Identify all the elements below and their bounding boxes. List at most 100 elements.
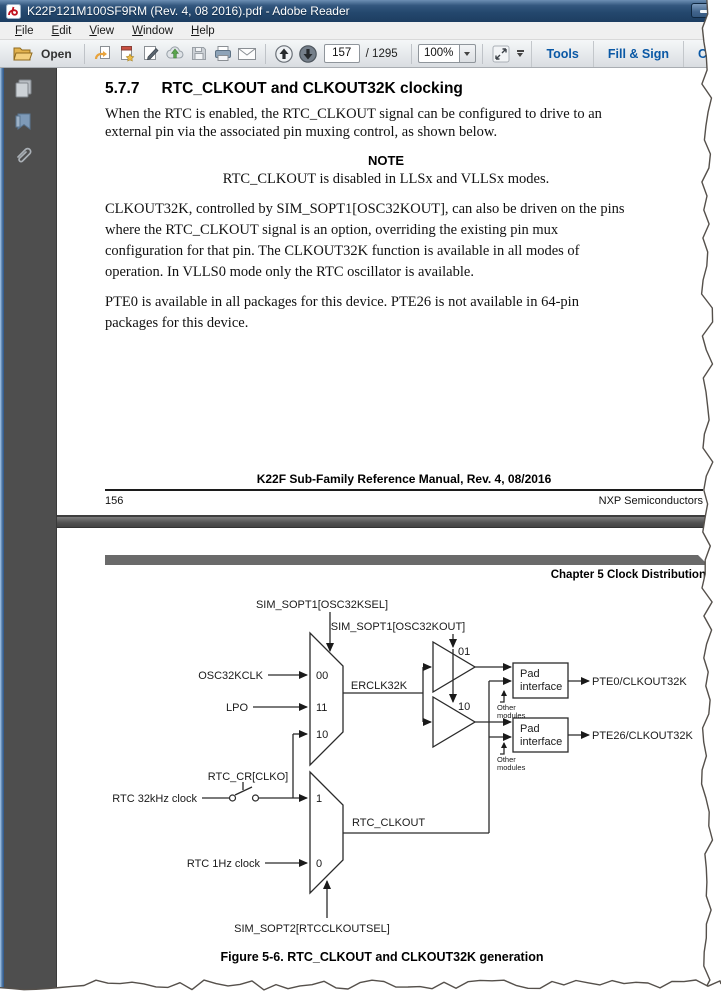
pad-box1-line2: interface — [520, 681, 562, 693]
chevron-down-icon — [464, 51, 471, 56]
label-sim-sopt1-osc32ksel: SIM_SOPT1[OSC32KSEL] — [256, 599, 388, 611]
other-modules-arrow-1 — [500, 690, 507, 703]
menu-window[interactable]: Window — [132, 24, 174, 37]
label-erclk32k: ERCLK32K — [351, 680, 408, 692]
menu-view[interactable]: View — [89, 24, 115, 37]
label-sim-sopt2-rtcclkoutsel: SIM_SOPT2[RTCCLKOUTSEL] — [234, 923, 390, 935]
tools-panel-button[interactable]: Tools — [546, 46, 579, 61]
page-separator — [57, 515, 721, 528]
label-rtc-32khz: RTC 32kHz clock — [112, 793, 197, 805]
toolbar-separator — [264, 43, 266, 64]
minimize-button[interactable] — [691, 3, 719, 18]
upload-cloud-button[interactable] — [163, 42, 187, 66]
footer-rule — [105, 489, 703, 491]
pad-box1-line1: Pad — [520, 668, 540, 680]
note-label: NOTE — [367, 153, 405, 168]
paragraph-clkout32k: CLKOUT32K, controlled by SIM_SOPT1[OSC32… — [105, 201, 625, 280]
mux1-shape — [309, 631, 344, 767]
toolbar-separator — [531, 40, 533, 67]
next-page-button[interactable] — [296, 42, 320, 66]
menu-file[interactable]: File — [15, 24, 34, 37]
buffer-select-10: 10 — [458, 701, 470, 713]
buffer-01-shape — [432, 640, 477, 694]
page-footer: K22F Sub-Family Reference Manual, Rev. 4… — [105, 472, 703, 507]
zoom-level-input[interactable]: 100% — [417, 44, 460, 63]
switch-lever — [234, 786, 253, 796]
open-button-label: Open — [41, 46, 72, 61]
section-heading: 5.7.7 RTC_CLKOUT and CLKOUT32K clocking — [105, 80, 463, 98]
toolbar-separator — [83, 43, 85, 64]
menu-edit[interactable]: Edit — [51, 24, 72, 37]
create-pdf-button[interactable] — [115, 42, 139, 66]
other-modules-2-line2: modules — [497, 763, 526, 772]
other-modules-1-line1: Other — [497, 703, 516, 712]
menu-help[interactable]: Help — [191, 24, 215, 37]
mux1-input-10: 10 — [316, 729, 328, 741]
comment-panel-button[interactable]: C — [697, 46, 707, 61]
footer-page-number: 156 — [105, 495, 124, 507]
label-pte26-clkout32k: PTE26/CLKOUT32K — [592, 730, 694, 742]
mux2-input-0: 0 — [316, 858, 322, 870]
window-left-border — [0, 68, 4, 999]
footer-publisher: NXP Semiconductors — [598, 495, 703, 507]
mux2-input-1: 1 — [316, 793, 322, 805]
toolbar-separator — [481, 43, 483, 64]
toolbar-separator — [682, 40, 684, 67]
fit-window-button[interactable] — [489, 42, 513, 66]
note-text: RTC_CLKOUT is disabled in LLSx and VLLSx… — [222, 171, 550, 187]
other-modules-2-line1: Other — [497, 755, 516, 764]
other-modules-1-line2: modules — [497, 711, 526, 720]
page-number-input[interactable]: 157 — [323, 44, 360, 63]
toolbar-more-button[interactable] — [513, 50, 528, 57]
window-titlebar: K22P121M100SF9RM (Rev. 4, 08 2016).pdf -… — [0, 0, 721, 22]
window-title: K22P121M100SF9RM (Rev. 4, 08 2016).pdf -… — [27, 4, 350, 18]
menu-bar: File Edit View Window Help — [0, 22, 721, 40]
main-toolbar: Open — [0, 40, 721, 68]
buffer-10-shape — [432, 695, 477, 749]
print-icon — [214, 46, 231, 61]
mux2-shape — [309, 770, 344, 895]
label-rtc-clkout: RTC_CLKOUT — [352, 817, 425, 829]
figure-caption: Figure 5-6. RTC_CLKOUT and CLKOUT32K gen… — [220, 950, 544, 964]
chevron-down-icon — [517, 52, 524, 57]
panel-buttons: Tools Fill & Sign C — [531, 40, 721, 67]
email-button[interactable] — [235, 42, 259, 66]
adobe-reader-icon — [6, 3, 21, 19]
attachments-icon[interactable] — [13, 144, 35, 166]
open-button[interactable]: Open — [7, 42, 78, 66]
bookmarks-icon[interactable] — [13, 111, 35, 133]
mux1-input-00: 00 — [316, 670, 328, 682]
switch-contact-left — [228, 794, 237, 802]
print-button[interactable] — [211, 42, 235, 66]
label-osc32kclk: OSC32KCLK — [198, 670, 263, 682]
other-modules-arrow-2 — [500, 742, 507, 755]
resize-arrows-icon — [492, 45, 510, 62]
fill-sign-panel-button[interactable]: Fill & Sign — [607, 46, 669, 61]
section-number: 5.7.7 — [105, 80, 140, 97]
label-lpo: LPO — [226, 702, 248, 714]
zoom-dropdown-button[interactable] — [459, 44, 476, 63]
save-button[interactable] — [187, 42, 211, 66]
toolbar-separator — [410, 43, 412, 64]
email-envelope-icon — [237, 48, 256, 60]
page-down-icon — [298, 44, 317, 63]
sign-pencil-icon — [144, 46, 159, 60]
label-sim-sopt1-osc32kout: SIM_SOPT1[OSC32KOUT] — [331, 621, 465, 633]
chapter-header-bar — [105, 555, 708, 565]
footer-manual-title: K22F Sub-Family Reference Manual, Rev. 4… — [256, 472, 552, 486]
previous-page-button[interactable] — [272, 42, 296, 66]
upload-cloud-icon — [166, 46, 184, 59]
open-folder-icon — [13, 47, 33, 60]
share-file-button[interactable] — [91, 42, 115, 66]
label-rtc-1hz: RTC 1Hz clock — [187, 858, 261, 870]
page-thumbnails-icon[interactable] — [13, 78, 35, 100]
sign-document-button[interactable] — [139, 42, 163, 66]
pdf-page-157: Chapter 5 Clock Distribution SIM_SOPT1[O… — [57, 528, 721, 999]
page-up-icon — [274, 44, 293, 63]
toolbar-separator — [592, 40, 594, 67]
section-title: RTC_CLKOUT and CLKOUT32K clocking — [161, 80, 463, 97]
figure-5-6-diagram: SIM_SOPT1[OSC32KSEL] SIM_SOPT1[OSC32KOUT… — [112, 599, 694, 935]
